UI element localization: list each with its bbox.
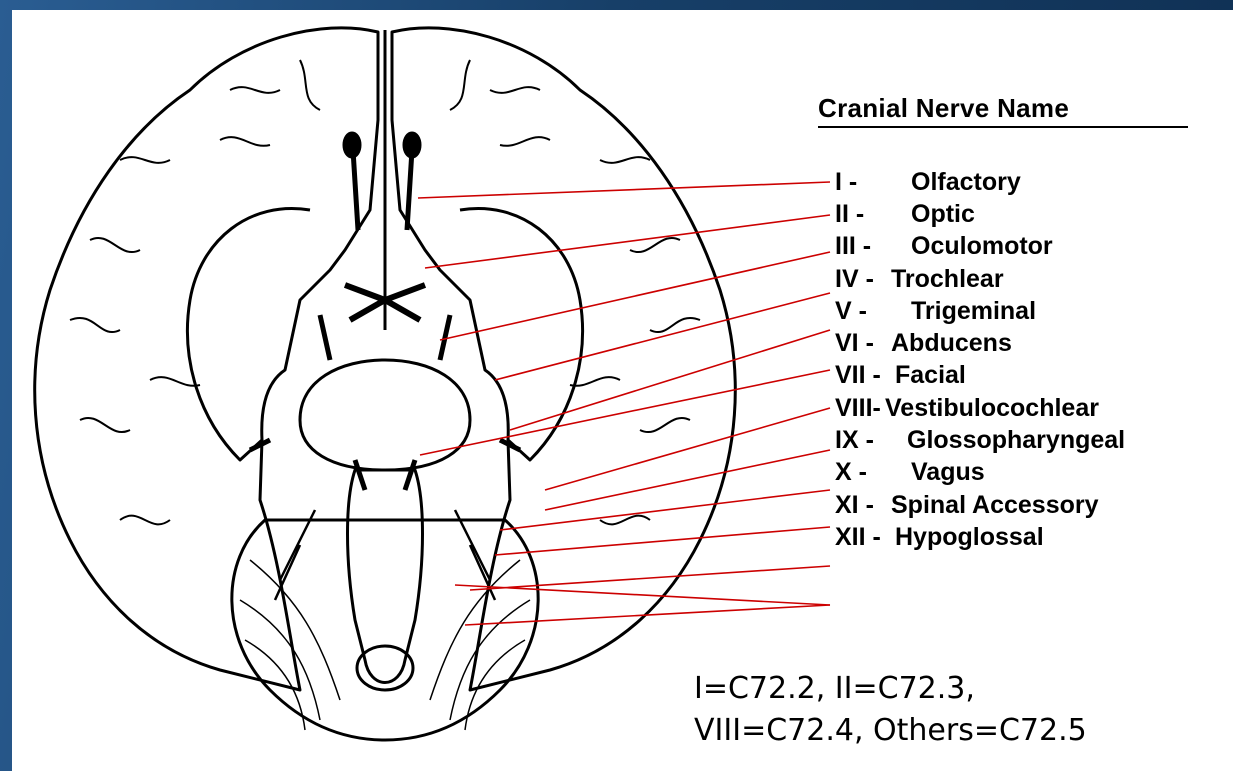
left-hemisphere-outline [35,28,378,690]
leader-line-abducens [420,370,830,455]
leader-line-spinal-accessory [470,566,830,590]
icd-codes-line-2: VIII=C72.4, Others=C72.5 [694,710,1087,752]
leader-line-oculomotor [440,252,830,340]
nerve-row-ix: IX -Glossopharyngeal [835,424,1125,456]
nerve-row-iii: III -Oculomotor [835,231,1125,263]
leader-line-optic [425,215,830,268]
left-gyri [70,60,320,524]
nerve-row-x: X -Vagus [835,457,1125,489]
leader-line-olfactory [418,182,830,198]
nerve-row-xii: XII -Hypoglossal [835,521,1125,553]
nerve-row-ii: II -Optic [835,198,1125,230]
nerve-row-vii: VII -Facial [835,360,1125,392]
nerve-row-v: V -Trigeminal [835,295,1125,327]
pons [300,360,470,470]
leader-line-vestibulocochlear [545,450,830,510]
nerve-list: I -Olfactory II -Optic III -Oculomotor I… [835,166,1125,554]
leader-line-vagus [495,527,830,555]
brainstem [348,470,423,683]
icd-codes-note: I=C72.2, II=C72.3, VIII=C72.4, Others=C7… [694,668,1087,752]
leader-line-trochlear [495,293,830,380]
leader-line-hypoglossal-2 [465,605,830,625]
right-gyri [450,60,700,524]
nerve-row-viii: VIII-Vestibulocochlear [835,392,1125,424]
leader-line-glossopharyngeal [500,490,830,530]
nerve-list-header: Cranial Nerve Name [818,93,1188,128]
lower-nerve-bundles [275,510,495,600]
nerve-row-iv: IV -Trochlear [835,263,1125,295]
nerve-row-i: I -Olfactory [835,166,1125,198]
nerve-row-vi: VI -Abducens [835,327,1125,359]
icd-codes-line-1: I=C72.2, II=C72.3, [694,668,1087,710]
leader-line-hypoglossal [455,585,830,605]
nerve-row-xi: XI -Spinal Accessory [835,489,1125,521]
olfactory-tracts [353,150,412,230]
